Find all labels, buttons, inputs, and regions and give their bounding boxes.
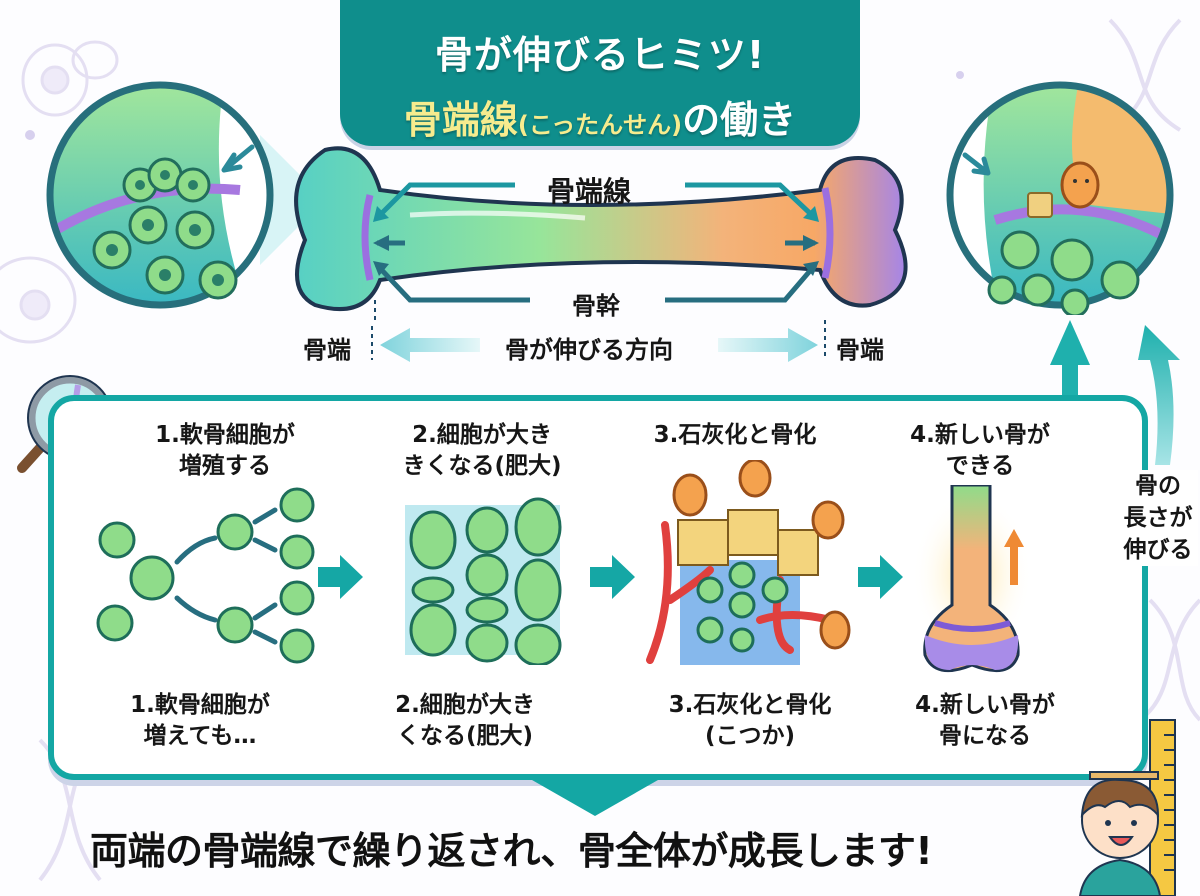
- epiphysis-right-label: 骨端: [836, 336, 884, 364]
- down-pointer-icon: [525, 776, 665, 816]
- cell-cluster-icon: [92, 157, 238, 300]
- bone-length-label: 骨の 長さが 伸びる: [1118, 470, 1198, 566]
- next-arrow-icon: [590, 555, 635, 599]
- osteoblast-worker-icon: [1027, 161, 1100, 218]
- direction-arrow-icon: [371, 320, 826, 362]
- cell-doodle-icon: [0, 40, 119, 344]
- pointer-arrow-icon: [962, 152, 991, 176]
- step-2-title: 2.細胞が大き きくなる(肥大): [402, 422, 562, 479]
- calcified-block-icon: [677, 509, 819, 576]
- next-arrow-icon: [858, 555, 903, 599]
- child-measuring-icon: [1078, 719, 1176, 896]
- growth-direction-label: 骨が伸びる方向: [505, 336, 673, 364]
- shaft-label: 骨幹: [572, 292, 620, 320]
- title-banner: 骨が伸びるヒミツ! 骨端線(こったんせん)の働き: [340, 0, 860, 146]
- epiphysis-left-label: 骨端: [303, 336, 351, 364]
- step-4-title: 4.新しい骨が できる: [910, 422, 1050, 479]
- next-arrow-icon: [318, 555, 363, 599]
- step-3-title: 3.石灰化と骨化: [653, 422, 817, 448]
- title-subtitle: 骨端線(こったんせん)の働き: [340, 89, 860, 144]
- bone-illustration: [294, 146, 908, 320]
- growth-plate-right: [821, 187, 834, 279]
- pointer-arrow-icon: [221, 144, 255, 173]
- title-reading: (こったんせん): [517, 111, 683, 139]
- step-1-caption: 1.軟骨細胞が 増えても…: [130, 692, 270, 749]
- title-highlight: 骨端線: [403, 98, 518, 142]
- step-3-illustration: [646, 460, 851, 665]
- step-3-caption: 3.石灰化と骨化 (こつか): [668, 692, 832, 749]
- step-4-caption: 4.新しい骨が 骨になる: [915, 692, 1055, 749]
- growth-arrow-icon: [1004, 529, 1024, 585]
- left-zoom-circle: [46, 81, 300, 309]
- title-rest: の働き: [682, 98, 797, 142]
- step-2-illustration: [405, 497, 562, 665]
- right-zoom-circle: [946, 81, 1174, 315]
- growth-plate-left: [361, 194, 374, 281]
- up-arrow-icon: [1138, 325, 1180, 465]
- step-1-illustration: [96, 487, 315, 664]
- up-arrow-icon: [1050, 320, 1090, 395]
- hypertrophic-cell-icon: [409, 497, 562, 665]
- step-1-title: 1.軟骨細胞が 増殖する: [155, 422, 295, 479]
- summary-text: 両端の骨端線で繰り返され、骨全体が成長します!: [90, 829, 933, 873]
- step-2-caption: 2.細胞が大き くなる(肥大): [395, 692, 535, 749]
- growth-plate-label: 骨端線: [547, 175, 632, 208]
- osteoblast-icon: [672, 460, 851, 650]
- title-main: 骨が伸びるヒミツ!: [434, 33, 766, 77]
- cell-icon: [96, 487, 315, 664]
- step-4-illustration: [912, 485, 1032, 673]
